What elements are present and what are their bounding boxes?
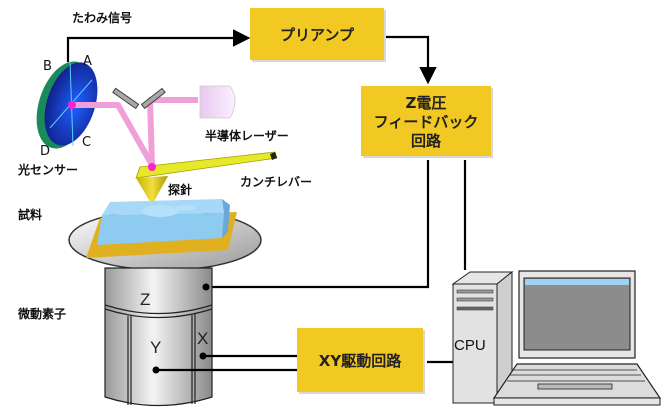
mirror-left [112,87,140,110]
piezo-scanner [104,267,213,407]
semiconductor-laser [199,85,236,119]
piezo-y-label: Y [150,338,161,357]
z-terminal [202,283,210,291]
photo-sensor-label: 光センサー [17,162,78,177]
probe-tip [136,176,168,205]
deflection-signal-label: たわみ信号 [72,10,132,25]
cantilever-label: カンチレバー [240,175,312,189]
xy-drive-label: XY駆動回路 [319,352,402,370]
laser-spot-cantilever [148,163,156,171]
sample [97,199,230,245]
preamp-to-feedback-wire [385,35,437,85]
laser-spot-sensor [68,101,76,109]
sensor-quadrant-a: A [83,54,92,69]
z-feedback-label-line3: 回路 [411,132,442,150]
keyboard [492,363,662,406]
sensor-quadrant-d: D [40,144,50,159]
mirror-right [140,87,166,110]
preamp-block: プリアンプ [250,8,386,62]
sensor-quadrant-c: C [82,135,91,150]
feedback-to-z-wire [207,160,430,289]
z-feedback-block: Z電圧 フィードバック 回路 [361,86,493,158]
sensor-quadrant-b: B [43,59,52,74]
probe-label: 探針 [168,182,192,197]
z-feedback-label-line1: Z電圧 [406,94,447,112]
cpu-label: CPU [454,337,486,354]
z-feedback-label-line2: フィードバック [374,113,479,131]
cpu-tower [451,270,514,404]
preamp-label: プリアンプ [280,26,355,44]
cantilever [135,151,278,179]
computer-monitor [518,270,636,359]
piezo-label: 微動素子 [17,306,66,321]
photo-sensor [36,61,98,149]
piezo-x-label: X [197,329,208,348]
laser-label: 半導体レーザー [205,128,289,143]
piezo-z-label: Z [140,290,150,309]
deflection-signal-wire [66,29,251,62]
sample-label: 試料 [18,207,42,222]
xy-drive-block: XY駆動回路 [297,328,425,394]
